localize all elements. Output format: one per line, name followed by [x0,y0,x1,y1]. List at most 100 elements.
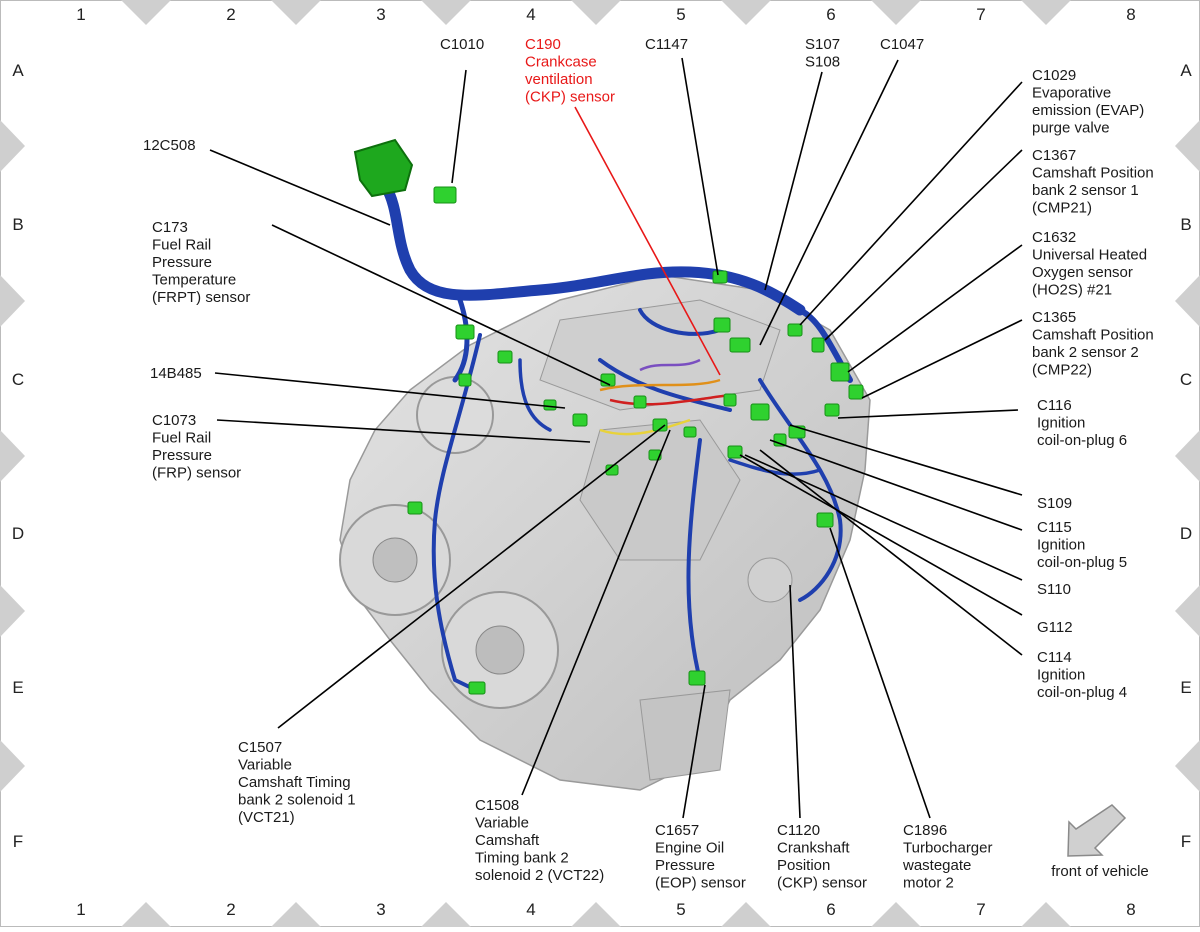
callout-line: Camshaft [475,832,540,849]
callout-line: C1365 [1032,309,1076,326]
leader-line-c1029 [799,81,1023,326]
connector-block [830,362,850,382]
callout-line: C173 [152,219,188,236]
callout-line: Turbocharger [903,840,993,857]
callout-line: bank 2 sensor 1 [1032,182,1139,199]
grid-row-label: B [12,215,23,234]
leader-line-c12c508 [209,149,391,226]
callout-line: Ignition [1037,667,1085,684]
grid-column-label: 5 [676,5,685,24]
callout-line: Position [777,857,830,874]
grid-row-label: E [1180,678,1191,697]
callout-line: Fuel Rail [152,237,211,254]
callout-line: Variable [238,757,292,774]
callout-line: Engine Oil [655,840,724,857]
connector-block [816,512,834,528]
callout-line: coil-on-plug 5 [1037,554,1127,571]
leader-line-c1120 [789,584,801,819]
leader-line-c1147 [681,57,719,276]
grid-column-label: 1 [76,900,85,919]
connector-block [688,670,706,686]
grid-column-label: 7 [976,5,985,24]
callout-line: C1147 [645,36,688,53]
callout-line: C1657 [655,822,699,839]
connector-block [727,445,743,459]
callout-line: Fuel Rail [152,430,211,447]
turbo-housing-icon [416,376,494,454]
grid-column-label: 6 [826,5,835,24]
callout-c1147: C1147 [645,36,688,53]
callout-line: C1047 [880,36,924,53]
grid-column-label: 8 [1126,900,1135,919]
callout-line: Pressure [655,857,715,874]
grid-row-label: F [1181,832,1191,851]
callout-line: solenoid 2 (VCT22) [475,867,604,884]
callout-line: Ignition [1037,415,1085,432]
leader-line-c1657 [682,684,706,819]
leader-line-g112 [739,454,1023,616]
callout-line: Camshaft Position [1032,327,1154,344]
callout-line: Ignition [1037,537,1085,554]
leader-lines [209,57,1023,819]
grid-row-label: A [12,61,24,80]
connector-block [407,501,423,515]
callout-line: bank 2 sensor 2 [1032,344,1139,361]
callout-line: bank 2 solenoid 1 [238,792,356,809]
leader-line-c1508 [521,429,671,796]
grid-column-label: 8 [1126,5,1135,24]
grid-column-label: 3 [376,5,385,24]
callout-line: C1507 [238,739,282,756]
grid-column-label: 4 [526,900,535,919]
connector-block [543,399,557,411]
leader-line-c1896 [829,527,931,819]
callout-line: C1508 [475,797,519,814]
grid-row-label: F [13,832,23,851]
leader-line-c1367 [824,149,1023,341]
callout-line: Timing bank 2 [475,850,569,867]
leader-line-s109 [789,424,1023,496]
grid-column-label: 2 [226,900,235,919]
connector-block [433,186,457,204]
callout-line: Crankshaft [777,840,850,857]
leader-line-c1010 [451,69,467,184]
leader-line-c1047 [759,59,899,346]
connector-block [723,393,737,407]
connector-block [458,373,472,387]
connector-block [455,324,475,340]
connector-block [572,413,588,427]
callout-line: wastegate [902,857,971,874]
grid-column-label: 5 [676,900,685,919]
grid-row-label: C [1180,370,1192,389]
callout-line: Temperature [152,272,236,289]
callout-c12c508: 12C508 [143,137,196,154]
leader-line-s107 [764,71,823,291]
callout-line: 14B485 [150,365,202,382]
connector-block [787,323,803,337]
callout-line: motor 2 [903,875,954,892]
callout-line: C190 [525,36,561,53]
connector-block [712,270,728,284]
grid-column-label: 3 [376,900,385,919]
callout-line: 12C508 [143,137,196,154]
callout-c14b485: 14B485 [150,365,202,382]
callout-line: Camshaft Timing [238,774,351,791]
leader-line-c1365 [861,319,1023,399]
connector-block [811,337,825,353]
connector-block [683,426,697,438]
callout-line: C116 [1037,397,1072,414]
callout-line: C1073 [152,412,196,429]
grid-row-label: D [12,524,24,543]
connector-block [848,384,864,400]
callout-line: C114 [1037,649,1072,666]
